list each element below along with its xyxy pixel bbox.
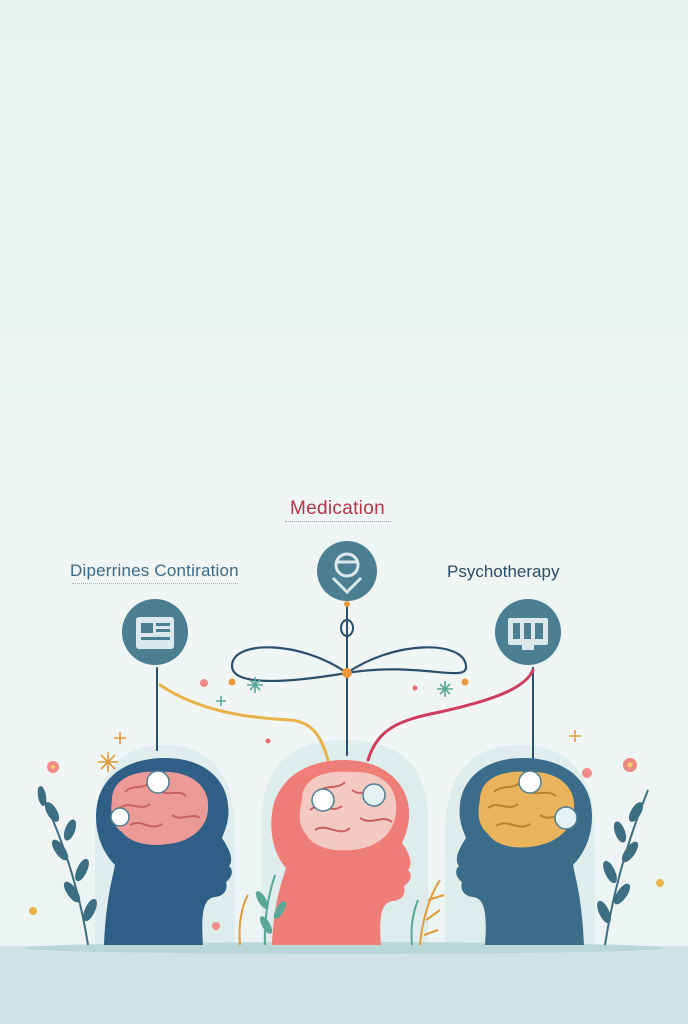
right-junction-dot <box>461 678 469 686</box>
yellow-connector <box>158 683 330 762</box>
left-head-silhouette <box>95 758 232 945</box>
left-caption-line <box>72 583 238 586</box>
center-loop <box>340 619 354 637</box>
center-junction-dot <box>342 668 352 678</box>
left-node-title: Diperrines Contiration <box>70 561 239 580</box>
foliage-right <box>597 789 649 946</box>
top-junction-dot <box>344 601 350 607</box>
center-head-silhouette <box>271 760 411 945</box>
psychotherapy-title: Psychotherapy <box>447 562 560 581</box>
node-center-icon <box>317 541 377 601</box>
medication-title: Medication <box>290 498 385 519</box>
node-left-icon <box>122 599 188 665</box>
red-connector <box>366 668 535 762</box>
head-figure-icon <box>334 552 360 578</box>
decorative-flowers <box>29 677 664 930</box>
medication-caption-line <box>285 521 391 524</box>
left-junction-dot <box>228 678 236 686</box>
ground-band <box>0 946 688 1024</box>
node-right-icon <box>495 599 561 665</box>
connector-lines <box>156 601 535 762</box>
foliage-center <box>238 874 445 946</box>
foliage-left <box>37 786 97 946</box>
right-head-silhouette <box>456 758 593 945</box>
